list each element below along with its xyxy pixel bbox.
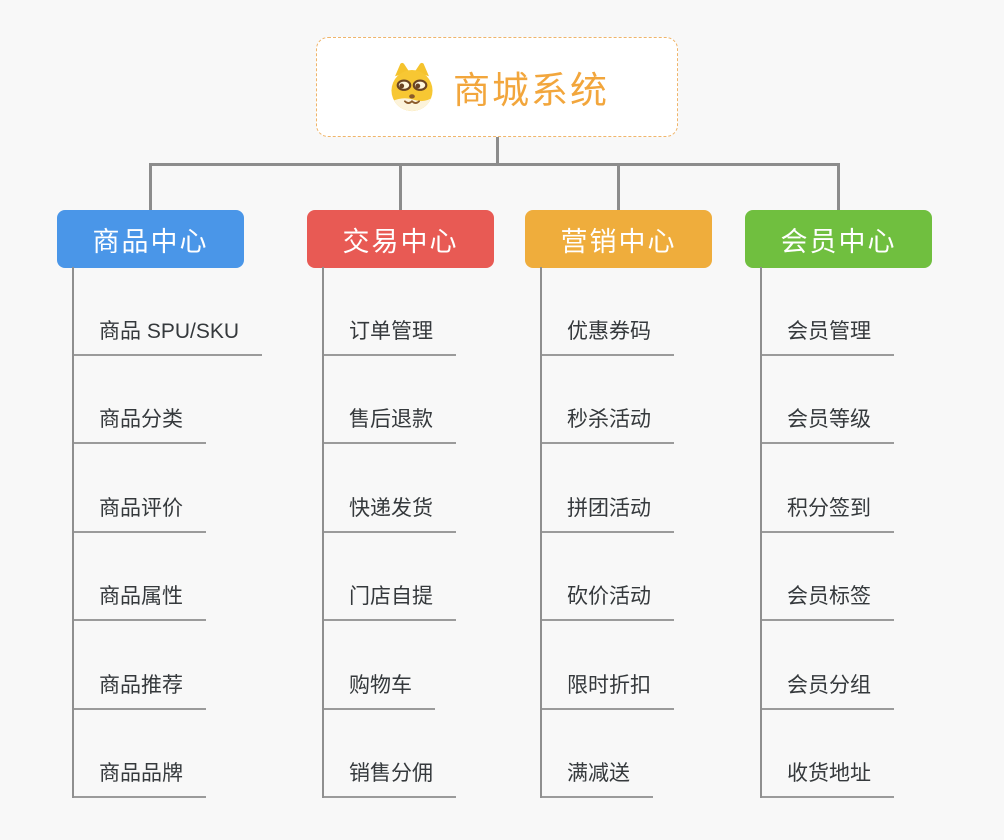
branch-column-product-center: 商品 SPU/SKU 商品分类 商品评价 商品属性 商品推荐 商品品牌: [72, 267, 263, 798]
leaf-label: 售后退款: [322, 403, 456, 444]
leaf-node[interactable]: 商品 SPU/SKU: [72, 267, 263, 356]
leaf-label: 砍价活动: [540, 580, 674, 621]
leaf-label: 订单管理: [322, 315, 456, 356]
leaf-node[interactable]: 满减送: [540, 710, 674, 798]
leaf-node[interactable]: 商品品牌: [72, 710, 262, 798]
branch-node-product-center[interactable]: 商品中心: [57, 210, 244, 268]
branch-node-trade-center[interactable]: 交易中心: [307, 210, 494, 268]
leaf-node[interactable]: 拼团活动: [540, 444, 674, 533]
leaf-label: 商品评价: [72, 492, 206, 533]
leaf-node[interactable]: 商品推荐: [72, 621, 262, 710]
shiba-dog-icon: [391, 62, 433, 112]
leaf-label: 商品分类: [72, 403, 206, 444]
leaf-node[interactable]: 商品属性: [72, 533, 262, 621]
leaf-label: 优惠券码: [540, 315, 674, 356]
leaf-label: 限时折扣: [540, 669, 674, 710]
leaf-node[interactable]: 秒杀活动: [540, 356, 674, 444]
leaf-node[interactable]: 快递发货: [322, 444, 456, 533]
leaf-label: 门店自提: [322, 580, 456, 621]
leaf-label: 商品 SPU/SKU: [72, 315, 263, 356]
leaf-label: 销售分佣: [322, 757, 456, 798]
leaf-label: 会员分组: [760, 669, 894, 710]
leaf-node[interactable]: 优惠券码: [540, 267, 674, 356]
leaf-label: 商品属性: [72, 580, 206, 621]
leaf-label: 快递发货: [322, 492, 456, 533]
branch-connector-stub: [399, 163, 402, 211]
leaf-node[interactable]: 购物车: [322, 621, 456, 710]
leaf-node[interactable]: 销售分佣: [322, 710, 456, 798]
leaf-node[interactable]: 会员等级: [760, 356, 894, 444]
leaf-label: 积分签到: [760, 492, 894, 533]
leaf-node[interactable]: 会员管理: [760, 267, 894, 356]
leaf-label: 商品推荐: [72, 669, 206, 710]
leaf-node[interactable]: 收货地址: [760, 710, 894, 798]
branch-node-marketing-center[interactable]: 营销中心: [525, 210, 712, 268]
leaf-label: 购物车: [322, 669, 435, 710]
leaf-node[interactable]: 积分签到: [760, 444, 894, 533]
leaf-label: 会员管理: [760, 315, 894, 356]
leaf-node[interactable]: 门店自提: [322, 533, 456, 621]
branch-connector-stub: [837, 163, 840, 211]
branch-connector-bar: [149, 163, 840, 166]
leaf-label: 满减送: [540, 757, 653, 798]
leaf-node[interactable]: 订单管理: [322, 267, 456, 356]
root-connector-stem: [496, 137, 499, 164]
root-node[interactable]: 商城系统: [316, 37, 678, 137]
branch-node-member-center[interactable]: 会员中心: [745, 210, 932, 268]
leaf-label: 会员标签: [760, 580, 894, 621]
leaf-label: 收货地址: [760, 757, 894, 798]
branch-connector-stub: [149, 163, 152, 211]
leaf-node[interactable]: 售后退款: [322, 356, 456, 444]
branch-column-member-center: 会员管理 会员等级 积分签到 会员标签 会员分组 收货地址: [760, 267, 894, 798]
leaf-node[interactable]: 会员分组: [760, 621, 894, 710]
leaf-node[interactable]: 会员标签: [760, 533, 894, 621]
branch-column-marketing-center: 优惠券码 秒杀活动 拼团活动 砍价活动 限时折扣 满减送: [540, 267, 674, 798]
branch-column-trade-center: 订单管理 售后退款 快递发货 门店自提 购物车 销售分佣: [322, 267, 456, 798]
leaf-label: 会员等级: [760, 403, 894, 444]
leaf-label: 拼团活动: [540, 492, 674, 533]
leaf-label: 商品品牌: [72, 757, 206, 798]
branch-connector-stub: [617, 163, 620, 211]
leaf-label: 秒杀活动: [540, 403, 674, 444]
leaf-node[interactable]: 限时折扣: [540, 621, 674, 710]
leaf-node[interactable]: 砍价活动: [540, 533, 674, 621]
leaf-node[interactable]: 商品评价: [72, 444, 262, 533]
root-title: 商城系统: [453, 70, 609, 111]
leaf-node[interactable]: 商品分类: [72, 356, 262, 444]
